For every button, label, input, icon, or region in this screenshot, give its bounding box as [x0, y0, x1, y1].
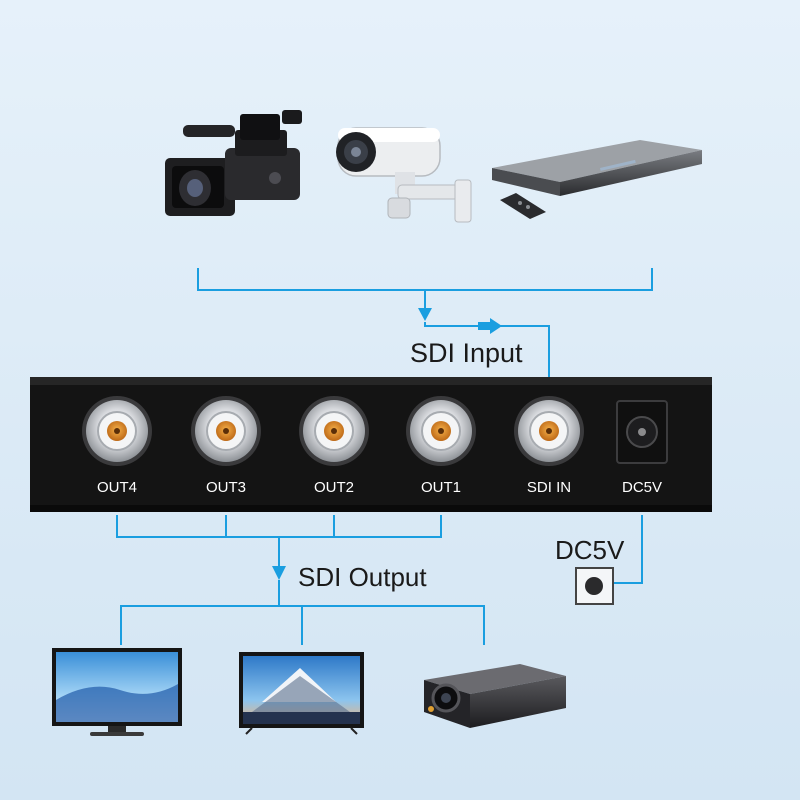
bnc-connector-out2 [299, 396, 369, 466]
projector-icon [424, 664, 566, 728]
bnc-connector-out4 [82, 396, 152, 466]
bnc-connector-sdi-in [514, 396, 584, 466]
dc-power-jack [616, 400, 668, 464]
sdi-output-label: SDI Output [298, 562, 427, 592]
dc5v-label: DC5V [555, 535, 625, 565]
down-arrow-icon [418, 308, 432, 321]
power-line [614, 515, 643, 584]
cctv-camera-icon [336, 127, 472, 223]
sdi-input-label: SDI Input [410, 338, 523, 368]
dvd-player-icon [492, 140, 702, 219]
port-label-out3: OUT3 [205, 479, 246, 496]
tv-icon [239, 652, 364, 735]
bnc-connector-out3 [191, 396, 261, 466]
remote-control-icon [500, 193, 546, 219]
port-label-out2: OUT2 [313, 479, 354, 496]
output-lines [116, 515, 485, 645]
monitor-icon [52, 648, 182, 736]
down-arrow-icon [272, 566, 286, 580]
right-arrow-icon [478, 318, 502, 334]
port-label-out1: OUT1 [420, 479, 461, 496]
port-label-sdi-in: SDI IN [526, 479, 572, 496]
bnc-connector-out1 [406, 396, 476, 466]
camcorder-icon [165, 110, 302, 216]
port-label-out4: OUT4 [96, 479, 137, 496]
port-label-dc5v: DC5V [621, 479, 662, 496]
power-socket-icon [575, 567, 614, 605]
